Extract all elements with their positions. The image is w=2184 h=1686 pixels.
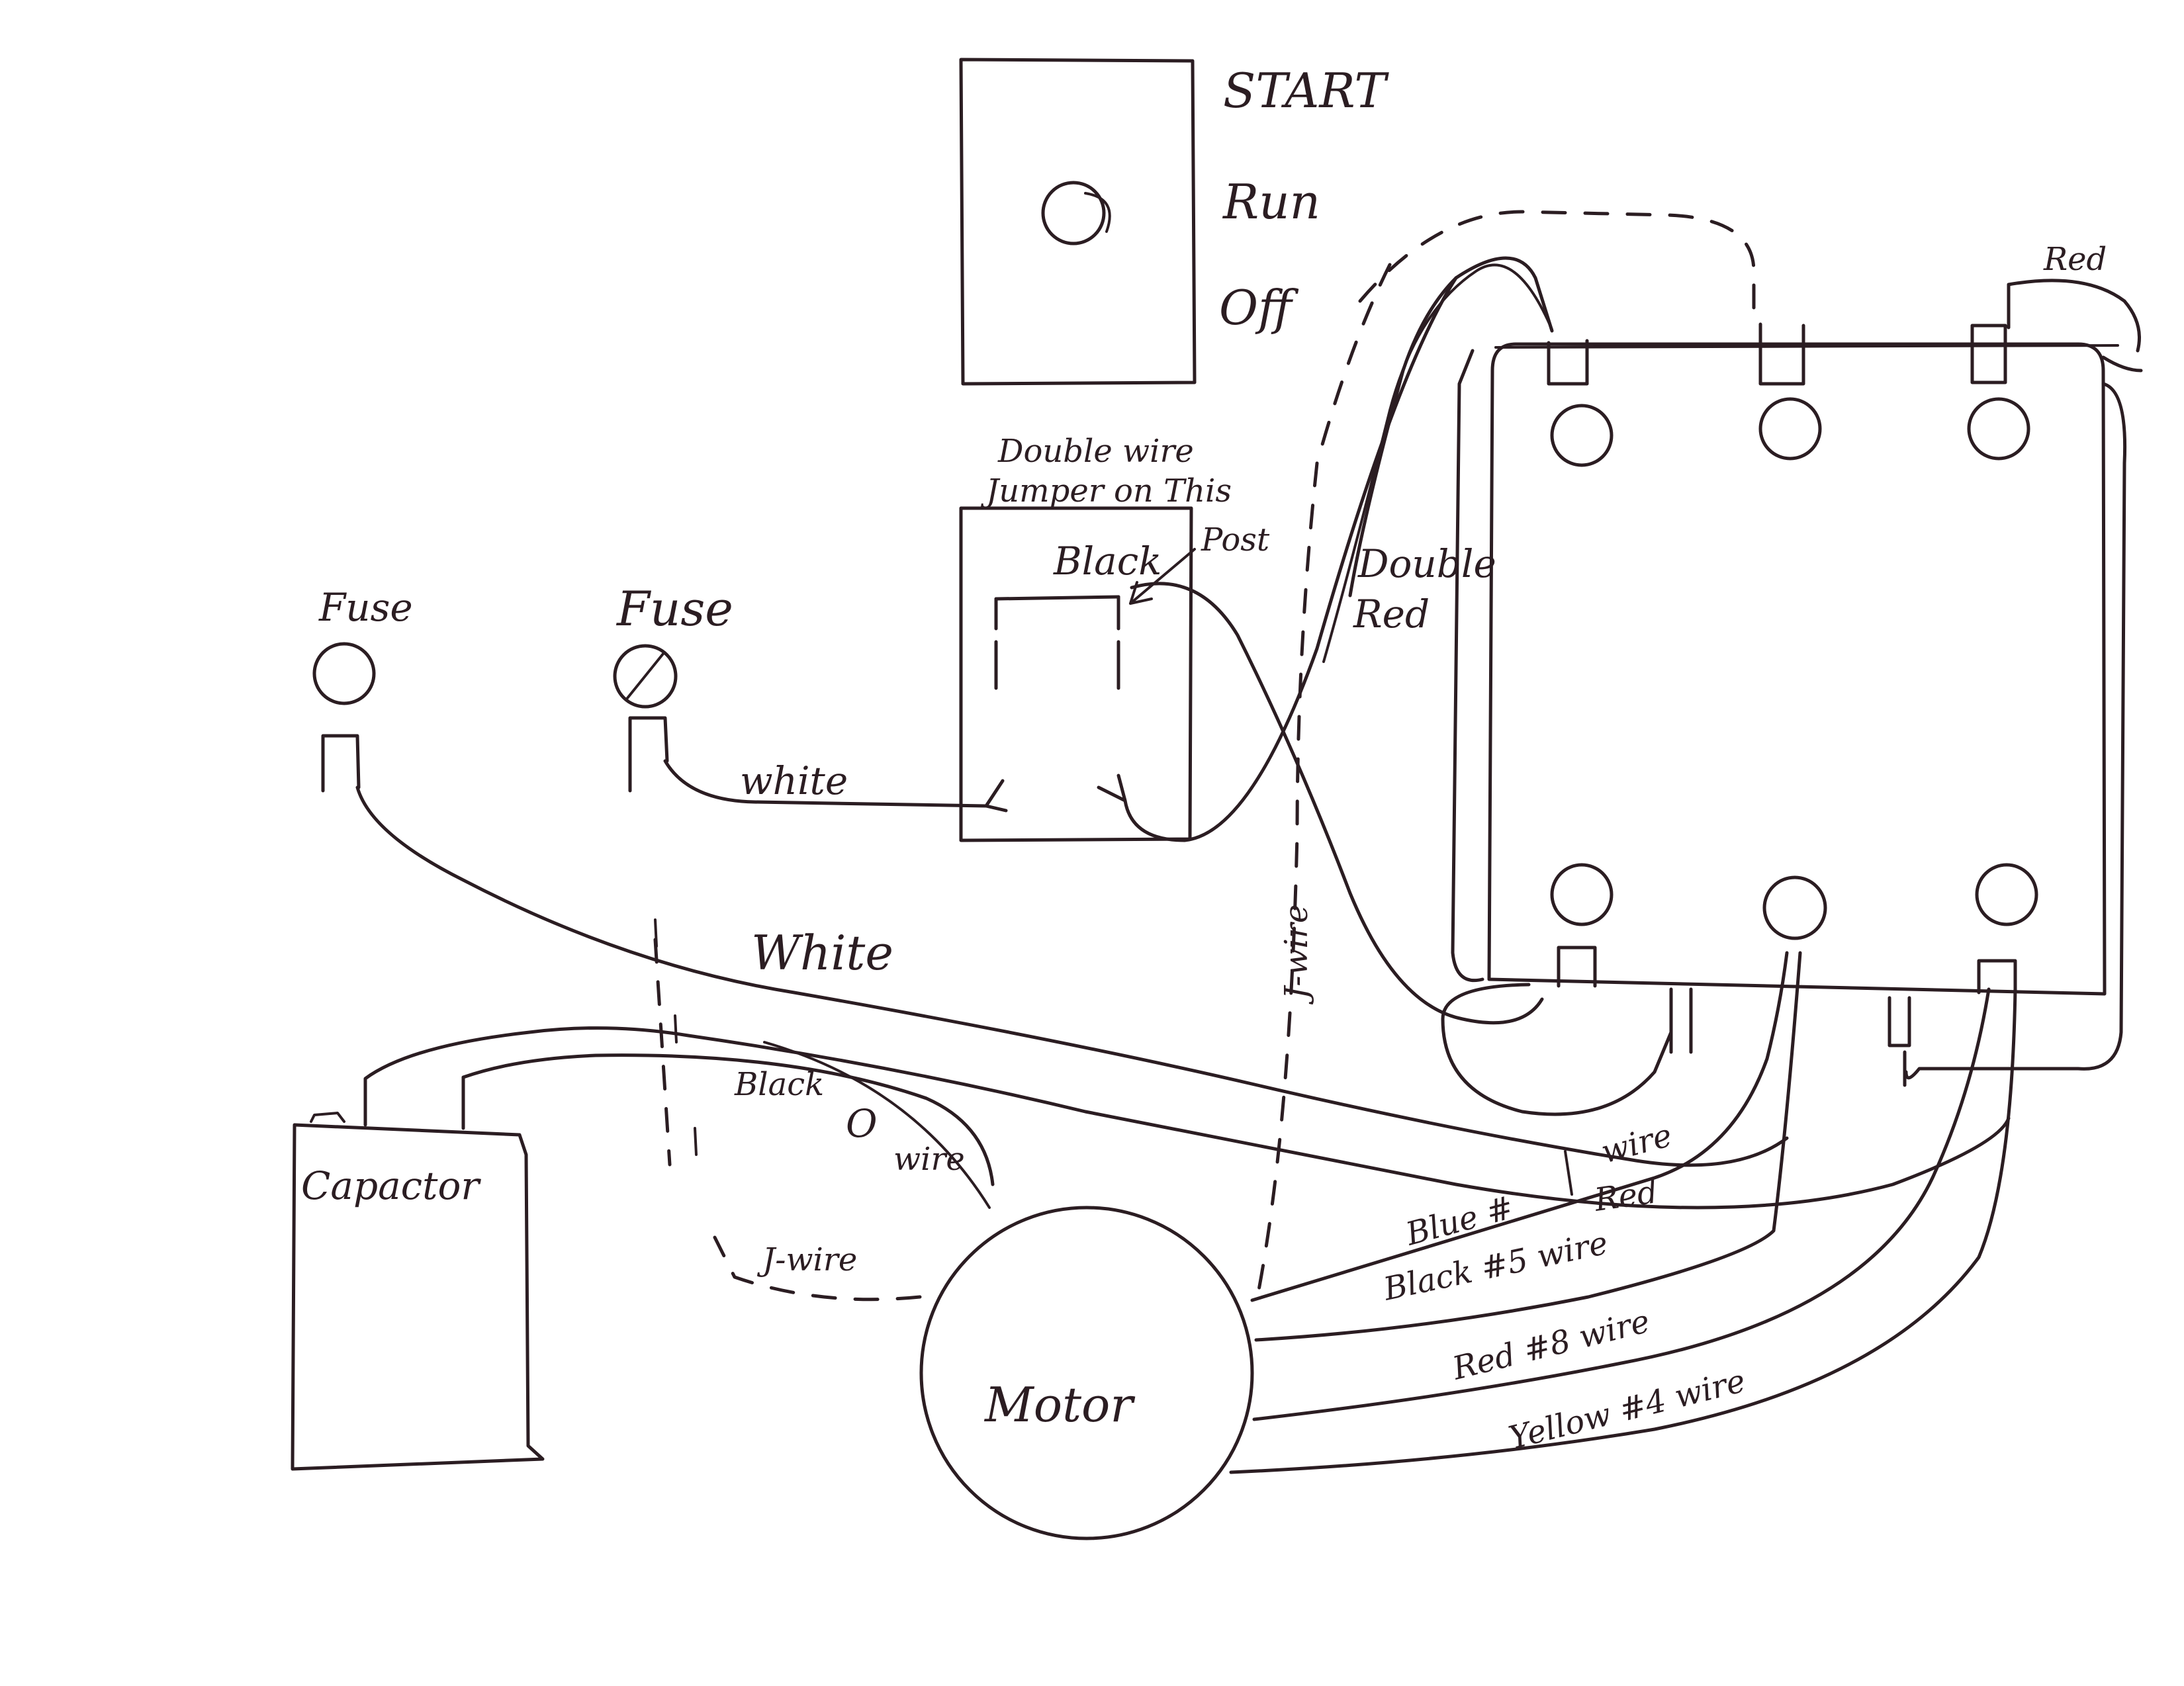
terminal-post-top-3 [1967,397,2030,461]
bottom-loop-wire [1441,983,1673,1116]
white-main-wire [355,785,1789,1167]
j-wire-left-label: J-wire [756,1241,857,1278]
top-red-wire [2007,279,2141,353]
capacitor-lead-2 [461,1053,995,1186]
right-outer-wire [1904,382,2127,1080]
jumper-note-line3: Post [1201,521,1270,558]
blue-wire [1250,951,1789,1302]
white-wire-top-label: white [740,758,848,803]
white-wire-top [663,759,1008,813]
terminal-post-bottom-1 [1550,863,1614,926]
switch-knob [1041,181,1106,245]
terminal-post-bottom-3 [1975,863,2038,926]
double-red-label-1: Double [1357,541,1496,586]
red-8-wire [1252,987,1991,1421]
white-main-label: White [751,925,893,981]
terminal-post-top-1 [1550,404,1614,467]
switch-label-run: Run [1222,174,1320,230]
black-o-mark: O [846,1101,878,1146]
switch-label-start: START [1223,63,1389,118]
switch-label-off: Off [1219,280,1299,335]
j-wire-right-label: J-wire [1278,905,1315,1005]
yellow-4-wire [1229,987,2017,1474]
blue-wire-label: Blue # [1402,1189,1518,1253]
j-wire-left [713,1235,922,1302]
motor [919,1206,1254,1540]
capacitor-lead-1 [363,1026,2011,1210]
fuse-label-right: Fuse [615,581,733,637]
fuse-left [312,642,376,793]
top-red-label: Red [2043,241,2107,278]
fuse-label-left: Fuse [318,585,413,630]
j-wire-right [1358,210,1756,328]
relay-label-black: Black [1053,539,1161,584]
black-o-wire [763,1041,991,1209]
black-jumper-wire [1130,582,1544,1025]
black-5-wire [1254,951,1802,1342]
double-red-wire [1123,256,1554,842]
capacitor-label: Capactor [301,1163,481,1208]
motor-label: Motor [983,1377,1135,1433]
capacitor [291,1112,545,1471]
black-o-label: Black [734,1066,824,1103]
red-mid-label: Red [1592,1173,1660,1219]
terminal-block [1487,322,2119,1087]
double-red-label-2: Red [1353,592,1430,637]
terminal-post-bottom-2 [1762,875,1827,940]
fuse-right [613,644,678,793]
black-o-wire-label: wire [893,1141,965,1178]
start-run-off-switch [959,58,1197,386]
terminal-post-top-2 [1758,397,1822,461]
jumper-note-line2: Jumper on This [980,472,1232,510]
jumper-note-line1: Double wire [997,433,1194,470]
